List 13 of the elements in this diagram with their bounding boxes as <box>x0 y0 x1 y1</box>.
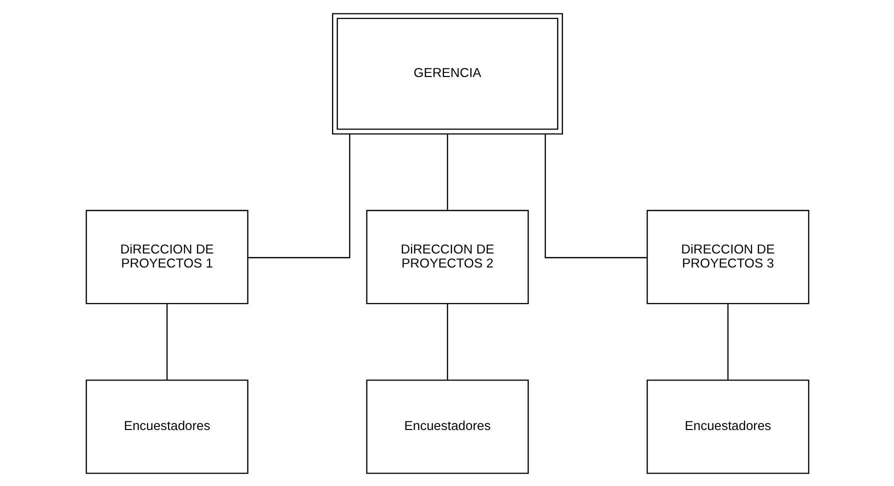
connector <box>446 303 448 380</box>
node-box: Encuestadores <box>366 379 528 474</box>
node-box: DiRECCION DE PROYECTOS 2 <box>366 209 528 304</box>
node-box: DiRECCION DE PROYECTOS 3 <box>646 209 809 304</box>
connector <box>166 303 168 380</box>
node-box: DiRECCION DE PROYECTOS 1 <box>85 209 248 304</box>
node-box: Encuestadores <box>646 379 809 474</box>
node-box: Encuestadores <box>85 379 248 474</box>
connector <box>544 134 646 258</box>
connector <box>248 134 350 258</box>
connector <box>446 134 448 210</box>
connector <box>726 303 728 380</box>
node-box: GERENCIA <box>332 12 562 134</box>
